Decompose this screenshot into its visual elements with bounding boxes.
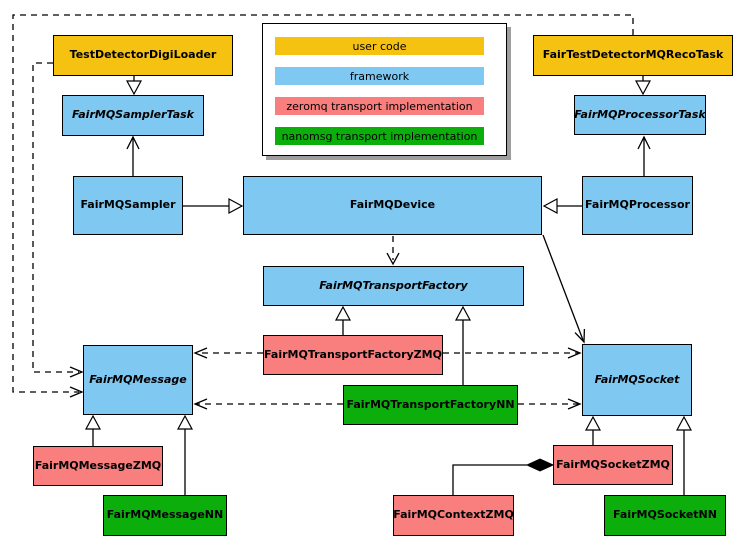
edge-transportfactoryzmq-transportfactory (334, 305, 352, 335)
edge-transportfactoryzmq-message (193, 347, 263, 359)
edge-device-socket (542, 234, 586, 344)
edge-sampler-device (183, 197, 244, 215)
node-fairmqdevice: FairMQDevice (243, 176, 542, 235)
node-fairmqprocessor: FairMQProcessor (582, 176, 693, 235)
legend-item-zeromq: zeromq transport implementation (275, 97, 484, 115)
edge-processor-device (542, 197, 582, 215)
edge-transportfactorynn-transportfactory (454, 305, 472, 385)
node-fairmqcontextzmq: FairMQContextZMQ (393, 495, 514, 536)
node-fairmqtransportfactorynn: FairMQTransportFactoryNN (343, 385, 518, 425)
edge-contextzmq-socketzmq (452, 458, 555, 495)
edge-processor-processortask (637, 135, 651, 176)
node-fairmqtransportfactoryzmq: FairMQTransportFactoryZMQ (263, 335, 443, 375)
legend-item-framework: framework (275, 67, 484, 85)
edge-digiloader-samplertask (125, 76, 143, 96)
node-fairmqmessage: FairMQMessage (83, 345, 193, 415)
edge-transportfactorynn-message (193, 398, 343, 410)
edge-recotask-processortask (634, 76, 652, 96)
edge-messagezmq-message (84, 414, 102, 446)
legend-item-nanomsg: nanomsg transport implementation (275, 127, 484, 145)
node-fairmqsocket: FairMQSocket (582, 344, 692, 416)
node-fairmqsampler: FairMQSampler (73, 176, 183, 235)
node-fairmqsocketnn: FairMQSocketNN (604, 495, 726, 536)
node-fairmqsocketzmq: FairMQSocketZMQ (553, 445, 673, 485)
edge-digiloader-message (32, 62, 84, 378)
node-fairmqsamplertask: FairMQSamplerTask (62, 95, 204, 136)
edge-transportfactoryzmq-socket (443, 347, 582, 359)
node-fairmqprocessortask: FairMQProcessorTask (574, 95, 706, 135)
legend: user code framework zeromq transport imp… (262, 23, 507, 156)
edge-messagenn-message (176, 414, 194, 495)
edge-transportfactorynn-socket (518, 398, 582, 410)
node-fairmqmessagenn: FairMQMessageNN (103, 495, 227, 536)
edge-sampler-samplertask (126, 135, 140, 176)
edge-socketzmq-socket (584, 415, 602, 445)
edge-recotask-message (12, 14, 634, 398)
node-testdetectordigiloader: TestDetectorDigiLoader (53, 35, 233, 76)
edge-device-transportfactory (386, 236, 400, 266)
node-fairtestdetectormqrecotask: FairTestDetectorMQRecoTask (533, 35, 733, 76)
node-fairmqmessagezmq: FairMQMessageZMQ (33, 446, 163, 486)
legend-item-user-code: user code (275, 37, 484, 55)
edge-socketnn-socket (675, 415, 693, 495)
node-fairmqtransportfactory: FairMQTransportFactory (263, 266, 524, 306)
